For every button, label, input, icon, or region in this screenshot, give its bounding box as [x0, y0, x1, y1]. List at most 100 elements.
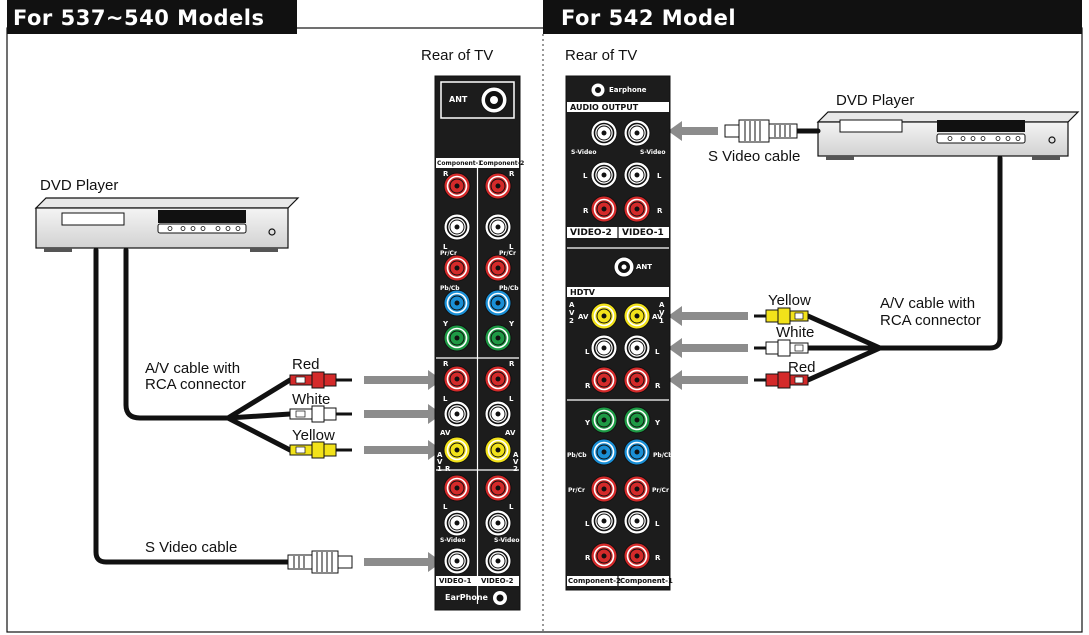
left-plug-white — [289, 405, 352, 423]
left-jack-a-7 — [443, 436, 471, 464]
left-panel-l2: L — [443, 395, 448, 403]
right-panel-l1: L — [583, 172, 588, 180]
right-panel-prcr-b: Pr/Cr — [652, 487, 669, 494]
right-jack-a-3 — [590, 302, 618, 330]
right-jack-b-5 — [623, 366, 651, 394]
left-panel-earphone: EarPhone — [445, 593, 488, 602]
left-dvd-player — [34, 197, 300, 252]
right-panel-pbcb: Pb/Cb — [567, 452, 587, 459]
right-av-cable-line1: A/V cable with — [880, 295, 976, 312]
right-jack-b-8 — [623, 475, 651, 503]
left-jack-b-1 — [484, 213, 512, 241]
left-plug-red-label: Red — [292, 356, 320, 373]
right-jack-a-5 — [590, 366, 618, 394]
right-header-bar: For 542 Model — [543, 0, 1082, 34]
left-panel-av1: AV1 — [437, 451, 443, 473]
right-panel-l3: L — [585, 520, 590, 528]
right-panel-l1b: L — [657, 172, 662, 180]
left-jack-a-2 — [443, 254, 471, 282]
right-panel-earphone: Earphone — [609, 86, 647, 94]
right-panel-pbcb-b: Pb/Cb — [653, 452, 673, 459]
left-jack-b-6 — [484, 400, 512, 428]
left-panel-prcr-b: Pr/Cr — [499, 250, 516, 257]
right-panel-l2b: L — [655, 348, 660, 356]
right-jack-b-10 — [623, 542, 651, 570]
right-jack-a-10 — [590, 542, 618, 570]
left-panel-r2b: R — [509, 360, 515, 368]
left-panel-y: Y — [443, 320, 449, 328]
left-jack-b-2 — [484, 254, 512, 282]
right-panel-ant: ANT — [636, 263, 653, 271]
right-panel-video2: VIDEO-2 — [570, 228, 612, 238]
right-plug-white-label: White — [776, 324, 815, 341]
right-panel-hdtv: HDTV — [570, 288, 595, 297]
left-jack-a-1 — [443, 213, 471, 241]
right-panel-prcr: Pr/Cr — [568, 487, 585, 494]
right-jack-b-3 — [623, 302, 651, 330]
right-plug-yellow — [754, 307, 809, 325]
right-header-title: For 542 Model — [561, 6, 737, 30]
left-panel-l2b: L — [509, 395, 514, 403]
left-svideo-plug — [287, 550, 353, 574]
left-tv-panel — [434, 75, 521, 611]
left-plug-yellow — [289, 441, 352, 459]
right-panel-av2: AV2 — [569, 301, 575, 325]
right-plug-red — [754, 371, 809, 389]
right-panel-comp1: Component-1 — [620, 577, 673, 585]
right-jack-b-9 — [623, 507, 651, 535]
left-jack-a-10 — [443, 547, 471, 575]
left-panel-svideo-b: S-Video — [494, 537, 520, 544]
left-panel-comp2: Component-2 — [479, 160, 525, 167]
right-svideo-cable-label: S Video cable — [708, 148, 801, 165]
left-jack-b-9 — [484, 509, 512, 537]
right-jack-b-4 — [623, 334, 651, 362]
left-panel-y-b: Y — [509, 320, 515, 328]
right-jack-b-6 — [623, 406, 651, 434]
left-jack-b-4 — [484, 324, 512, 352]
left-jack-a-6 — [443, 400, 471, 428]
right-jack-a-9 — [590, 507, 618, 535]
right-panel-r2b: R — [655, 382, 661, 390]
right-panel-audio-output: AUDIO OUTPUT — [570, 103, 639, 112]
right-cables — [794, 128, 1003, 383]
left-panel-l1b: L — [509, 243, 514, 251]
right-panel-y-b: Y — [655, 419, 661, 427]
left-panel-ant: ANT — [449, 95, 468, 104]
left-plug-yellow-label: Yellow — [292, 427, 335, 444]
left-arrows — [364, 370, 442, 572]
left-jack-b-8 — [484, 474, 512, 502]
right-panel-av: AV — [578, 313, 589, 321]
right-panel-comp2: Component-2 — [568, 577, 621, 585]
right-jack-b-2 — [623, 195, 651, 223]
right-jack-b-7 — [623, 438, 651, 466]
left-panel-comp1: Component-1 — [437, 160, 483, 167]
right-arrows — [668, 121, 748, 390]
right-jack-a-1 — [590, 161, 618, 189]
left-header-title: For 537~540 Models — [13, 6, 265, 30]
left-panel-prcr: Pr/Cr — [440, 250, 457, 257]
left-jack-a-8 — [443, 474, 471, 502]
right-jack-a-2 — [590, 195, 618, 223]
left-jack-a-3 — [443, 289, 471, 317]
left-jack-b-0 — [484, 172, 512, 200]
right-jack-a-7 — [590, 438, 618, 466]
left-plug-white-label: White — [292, 391, 331, 408]
right-panel-r3: R — [585, 554, 591, 562]
left-jack-a-0 — [443, 172, 471, 200]
right-panel-svideo: S-Video — [571, 149, 597, 156]
right-panel-r2: R — [585, 382, 591, 390]
right-rear-label: Rear of TV — [565, 47, 638, 64]
left-panel-r1: R — [443, 170, 449, 178]
right-plug-yellow-label: Yellow — [768, 292, 811, 309]
right-dvd-player — [816, 111, 1080, 160]
right-panel-y: Y — [585, 419, 591, 427]
right-plug-white — [754, 339, 809, 357]
left-jack-a-5 — [443, 365, 471, 393]
right-jack-b-0 — [623, 119, 651, 147]
right-panel-l3b: L — [655, 520, 660, 528]
left-jack-b-10 — [484, 547, 512, 575]
left-panel-video2: VIDEO-2 — [481, 577, 514, 585]
left-panel-r3: R — [445, 465, 451, 473]
left-panel-r2: R — [443, 360, 449, 368]
left-panel-av-b: AV — [505, 429, 516, 437]
